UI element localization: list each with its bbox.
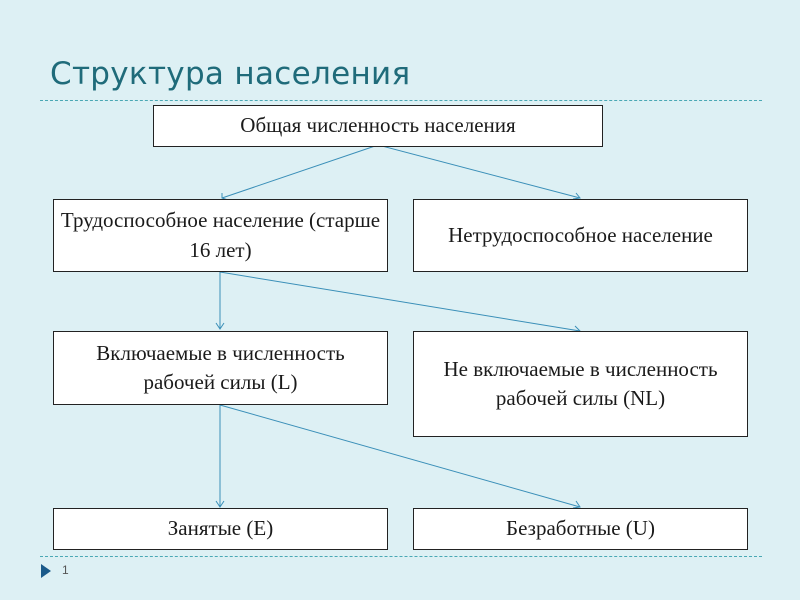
top-divider	[40, 100, 762, 101]
node-able-bodied: Трудоспособное население (старше 16 лет)	[53, 199, 388, 272]
arrowhead-unable	[572, 192, 581, 200]
arrow-total-to-able	[221, 144, 379, 199]
node-disabled: Нетрудоспособное население	[413, 199, 748, 272]
arrowhead-in-labor	[215, 322, 225, 330]
bottom-divider	[40, 556, 762, 557]
arrow-in-labor-to-unemployed	[219, 404, 581, 508]
node-unemployed: Безработные (U)	[413, 508, 748, 550]
arrow-able-to-not-labor	[219, 271, 581, 332]
arrow-total-to-unable	[377, 144, 581, 199]
node-not-in-labor-force: Не включаемые в численность рабочей силы…	[413, 331, 748, 437]
arrowhead-unemployed	[572, 500, 581, 509]
arrowhead-employed	[215, 500, 225, 508]
node-total-population: Общая численность населения	[153, 105, 603, 147]
play-triangle-icon	[41, 564, 51, 578]
slide-title: Структура населения	[50, 56, 411, 92]
node-employed: Занятые (E)	[53, 508, 388, 550]
node-in-labor-force: Включаемые в численность рабочей силы (L…	[53, 331, 388, 405]
slide-number: 1	[62, 563, 69, 577]
